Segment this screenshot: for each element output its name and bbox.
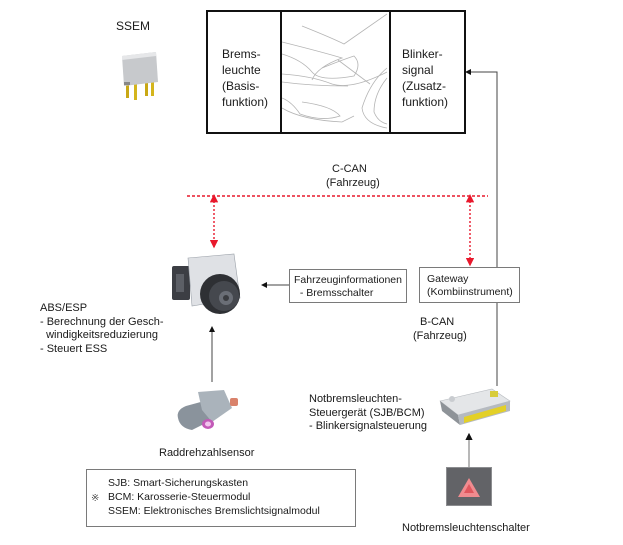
gateway-title: Gateway — [427, 273, 469, 285]
control-unit-line: Notbremsleuchten- — [309, 393, 402, 405]
turn-signal-line: signal — [402, 63, 434, 77]
legend-entry: SJB: Smart-Sicherungskasten — [108, 477, 249, 489]
legend-entry: SSEM: Elektronisches Bremslichtsignalmod… — [108, 505, 320, 517]
relay-module-icon — [118, 48, 162, 104]
c-can-label: C-CAN — [332, 163, 367, 175]
control-unit-line: Steuergerät (SJB/BCM) — [309, 406, 425, 419]
control-unit-line: - Blinkersignalsteuerung — [309, 420, 428, 432]
turn-signal-line: (Zusatz- — [402, 79, 447, 93]
abs-esp-description: ABS/ESP - Berechnung der Gesch- windigke… — [40, 302, 164, 356]
abs-esp-line: - Steuert ESS — [40, 342, 108, 355]
vehicle-info-box: Fahrzeuginformationen - Bremsschalter — [289, 269, 407, 303]
wheel-sensor-label: Raddrehzahlsensor — [159, 447, 255, 459]
sjb-bcm-module-icon — [438, 385, 512, 429]
panel-divider — [389, 10, 391, 134]
vehicle-info-brake-switch: - Bremsschalter — [294, 287, 374, 299]
legend-box: ※ SJB: Smart-Sicherungskasten BCM: Karos… — [86, 469, 356, 527]
legend-entry: BCM: Karosserie-Steuermodul — [108, 491, 251, 503]
turn-signal-line: Blinker- — [402, 47, 443, 61]
legend-entries: SJB: Smart-Sicherungskasten BCM: Karosse… — [108, 476, 320, 518]
abs-esp-line: windigkeitsreduzierung — [40, 329, 159, 341]
brake-light-line: leuchte — [222, 63, 261, 77]
abs-esp-unit-icon — [170, 252, 260, 322]
turn-signal-label: Blinker- signal (Zusatz- funktion) — [402, 46, 448, 110]
hazard-switch-label: Notbremsleuchtenschalter — [402, 522, 530, 534]
turn-signal-line: funktion) — [402, 95, 449, 109]
b-can-sublabel: (Fahrzeug) — [413, 330, 467, 342]
gateway-box: Gateway (Kombiinstrument) — [419, 267, 520, 303]
legend-marker: ※ — [91, 493, 100, 504]
brake-light-line: Brems- — [222, 47, 261, 61]
control-unit-description: Notbremsleuchten- Steuergerät (SJB/BCM) … — [309, 393, 427, 434]
b-can-label: B-CAN — [420, 316, 455, 328]
brake-light-label: Brems- leuchte (Basis- funktion) — [222, 46, 268, 110]
abs-esp-line: - Berechnung der Gesch- — [40, 315, 164, 328]
gateway-subtitle: (Kombiinstrument) — [427, 286, 513, 298]
brake-light-line: funktion) — [222, 95, 269, 109]
wheel-speed-sensor-icon — [172, 388, 252, 438]
lamp-panel: Brems- leuchte (Basis- funktion) Blinker… — [206, 10, 466, 134]
ssem-label: SSEM — [116, 19, 151, 33]
brake-light-line: (Basis- — [222, 79, 260, 93]
car-rear-light-illustration — [281, 12, 389, 132]
vehicle-info-title: Fahrzeuginformationen — [294, 274, 402, 286]
hazard-switch-icon — [446, 467, 492, 506]
panel-divider — [280, 10, 282, 134]
c-can-sublabel: (Fahrzeug) — [326, 177, 380, 189]
abs-esp-title: ABS/ESP — [40, 302, 88, 314]
